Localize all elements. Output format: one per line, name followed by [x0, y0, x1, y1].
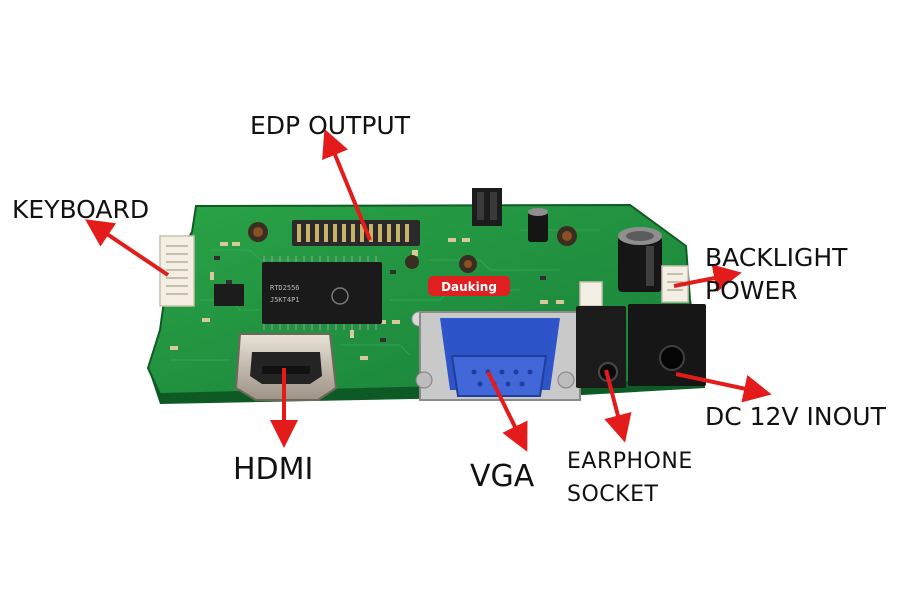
- small-capacitor: [528, 208, 548, 242]
- secondary-chip: [214, 284, 244, 306]
- arrow-icon: [604, 369, 632, 443]
- brand-name: Dauking: [441, 280, 497, 294]
- edp-pin-header: [292, 220, 420, 246]
- brand-sticker: Dauking: [428, 276, 510, 296]
- label-backlight-line2: POWER: [705, 276, 798, 305]
- label-backlight-line1: BACKLIGHT: [705, 243, 848, 272]
- callout-arrows: [85, 128, 772, 452]
- earphone-socket: [576, 306, 626, 388]
- label-hdmi: HDMI: [233, 452, 314, 487]
- inductors: [248, 222, 577, 273]
- arrow-icon: [675, 372, 772, 403]
- label-earphone-line2: SOCKET: [567, 482, 659, 507]
- label-backlight-power: BACKLIGHT POWER: [705, 241, 847, 307]
- large-capacitor: [618, 227, 662, 292]
- dc-jack: [628, 304, 706, 386]
- arrow-icon: [85, 219, 170, 277]
- chip-label-2: J5KT4P1: [270, 296, 300, 304]
- jumper-header: [472, 188, 502, 226]
- vga-port: [415, 311, 581, 401]
- arrow-icon: [486, 371, 528, 452]
- label-keyboard: KEYBOARD: [12, 195, 150, 224]
- arrow-icon: [673, 264, 742, 292]
- label-dc-input: DC 12V INOUT: [705, 402, 886, 431]
- label-earphone-socket: EARPHONE SOCKET: [567, 445, 693, 511]
- chip-label-1: RTD2556: [270, 284, 300, 292]
- label-vga: VGA: [470, 459, 535, 494]
- label-earphone-line1: EARPHONE: [567, 449, 693, 474]
- arrow-icon: [322, 128, 372, 241]
- main-chip: RTD2556 J5KT4P1: [262, 256, 382, 330]
- label-edp-output: EDP OUTPUT: [250, 111, 410, 140]
